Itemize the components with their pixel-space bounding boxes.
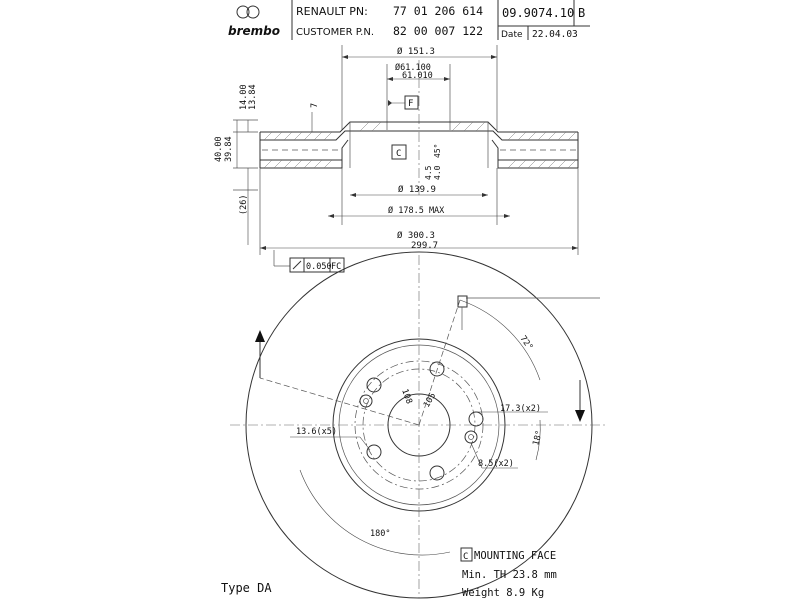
customer-pn-value: 82 00 007 122 (393, 24, 483, 38)
min-thickness-label: Min. TH 23.8 mm (462, 569, 557, 581)
dim-7-label: 7 (310, 103, 320, 108)
dim-3984-label: 39.84 (224, 136, 234, 162)
revision-letter: B (578, 6, 585, 20)
disc-face-view: 72° 108 105 17.3(x2) 13.6(x5) 18° 8.5(x2… (230, 251, 608, 599)
brembo-logo: brembo (228, 5, 280, 38)
locating-hole (359, 394, 373, 408)
mounting-face-ref: C (463, 552, 468, 562)
bolt-holes (366, 361, 484, 481)
angle-72-label: 72° (518, 334, 535, 352)
dim-151-label: Ø 151.3 (397, 46, 435, 57)
locating-hole (363, 398, 369, 404)
date-label: Date (501, 30, 523, 40)
title-block: brembo RENAULT PN: 77 01 206 614 CUSTOME… (228, 0, 590, 40)
brand-name: brembo (228, 24, 280, 38)
bolt-hole (429, 465, 445, 481)
pcd-105-label: 105 (422, 391, 438, 409)
hole-17-label: 17.3(x2) (500, 404, 541, 414)
part-number: 09.9074.10 (502, 6, 574, 20)
bolt-hole (468, 411, 484, 427)
hole-8-label: 8.5(x2) (478, 459, 514, 469)
angle-180-label: 180° (370, 529, 390, 539)
datum-f-label: F (408, 99, 413, 109)
disc-section-view: Ø 151.3 Ø61.100 61.010 F (214, 45, 579, 273)
bolt-hole (366, 444, 382, 460)
dim-1400-label: 14.00 (239, 84, 249, 110)
chamfer-angle-label: 45° (433, 144, 442, 158)
bolt-hole (366, 377, 382, 393)
chamfer-a-label: 4.5 (424, 165, 433, 180)
dim-300-label: Ø 300.3 (397, 230, 435, 241)
drawing-notes: C MOUNTING FACE Min. TH 23.8 mm Weight 8… (221, 547, 557, 599)
dim-139-label: Ø 139.9 (398, 184, 436, 195)
runout-reference: FC (331, 262, 341, 272)
locating-hole (468, 434, 474, 440)
dim-1384-label: 13.84 (248, 84, 258, 110)
hole-13-label: 13.6(x5) (296, 427, 337, 437)
weight-label: Weight 8.9 Kg (462, 587, 544, 599)
bolt-hole (429, 361, 445, 377)
dim-178-label: Ø 178.5 MAX (388, 205, 445, 216)
customer-pn-label: CUSTOMER P.N. (296, 27, 374, 38)
dim-61100-label: Ø61.100 (395, 62, 431, 73)
chamfer-b-label: 4.0 (433, 165, 442, 180)
dim-61010-label: 61.010 (402, 71, 433, 81)
renault-pn-value: 77 01 206 614 (393, 4, 483, 18)
pcd-108-label: 108 (399, 388, 414, 406)
dim-26-label: (26) (239, 195, 249, 215)
section-hatching (263, 121, 577, 169)
dim-299-label: 299.7 (411, 241, 438, 251)
mounting-face-label: MOUNTING FACE (474, 550, 556, 562)
disc-type-label: Type DA (221, 581, 272, 595)
datum-c-label: C (396, 149, 401, 159)
renault-pn-label: RENAULT PN: (296, 5, 368, 18)
dim-4000-label: 40.00 (214, 136, 224, 162)
locating-hole (464, 430, 478, 444)
date-value: 22.04.03 (532, 29, 578, 40)
angle-18-label: 18° (531, 429, 545, 446)
runout-tolerance: 0.050 (306, 262, 332, 272)
